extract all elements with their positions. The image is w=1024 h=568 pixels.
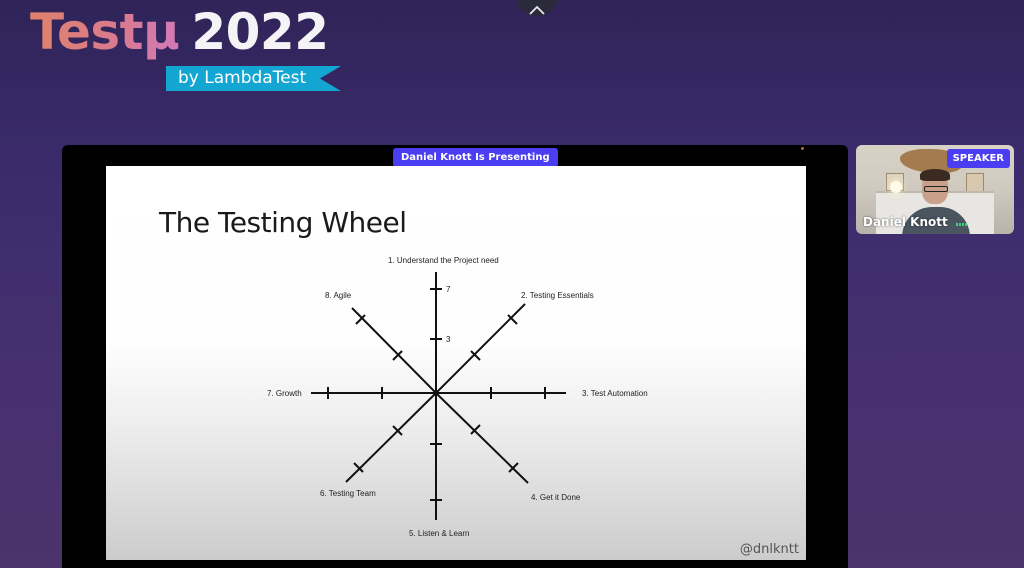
speaker-name: Daniel Knott bbox=[863, 214, 948, 229]
spoke-label-8: 8. Agile bbox=[325, 291, 352, 300]
speaker-glasses bbox=[924, 186, 948, 192]
sponsor-ribbon: by LambdaTest bbox=[166, 66, 341, 91]
presenting-badge: Daniel Knott Is Presenting bbox=[393, 148, 558, 167]
spoke-label-2: 2. Testing Essentials bbox=[521, 291, 594, 300]
speaker-hair bbox=[920, 169, 950, 181]
scale-label-3: 3 bbox=[446, 335, 451, 344]
author-handle: @dnlkntt bbox=[739, 542, 799, 557]
spoke-label-5: 5. Listen & Learn bbox=[409, 529, 469, 538]
slide-title: The Testing Wheel bbox=[159, 206, 407, 239]
scale-label-7: 7 bbox=[446, 285, 451, 294]
chevron-up-icon bbox=[529, 5, 545, 15]
event-title-brand: Testμ bbox=[30, 3, 180, 61]
picture-frame bbox=[966, 173, 984, 193]
speaker-name-label: Daniel Knott bbox=[863, 215, 968, 230]
audio-level-icon bbox=[955, 215, 968, 229]
spoke-label-6: 6. Testing Team bbox=[320, 489, 376, 498]
spoke-label-7: 7. Growth bbox=[267, 389, 302, 398]
spoke-label-1: 1. Understand the Project need bbox=[388, 256, 499, 265]
presentation-slide: The Testing Wheel bbox=[106, 166, 806, 560]
recording-dot-icon bbox=[801, 147, 804, 150]
spoke-label-4: 4. Get it Done bbox=[531, 493, 581, 502]
collapse-button[interactable] bbox=[517, 0, 557, 16]
spoke-label-3: 3. Test Automation bbox=[582, 389, 648, 398]
speaker-video-tile[interactable]: SPEAKER Daniel Knott bbox=[856, 145, 1014, 234]
event-title-year: 2022 bbox=[191, 3, 329, 61]
speaker-badge: SPEAKER bbox=[946, 149, 1010, 168]
lamp bbox=[890, 181, 902, 193]
testing-wheel-diagram: 7 3 1. Understand the Project need 2. Te… bbox=[267, 256, 648, 538]
